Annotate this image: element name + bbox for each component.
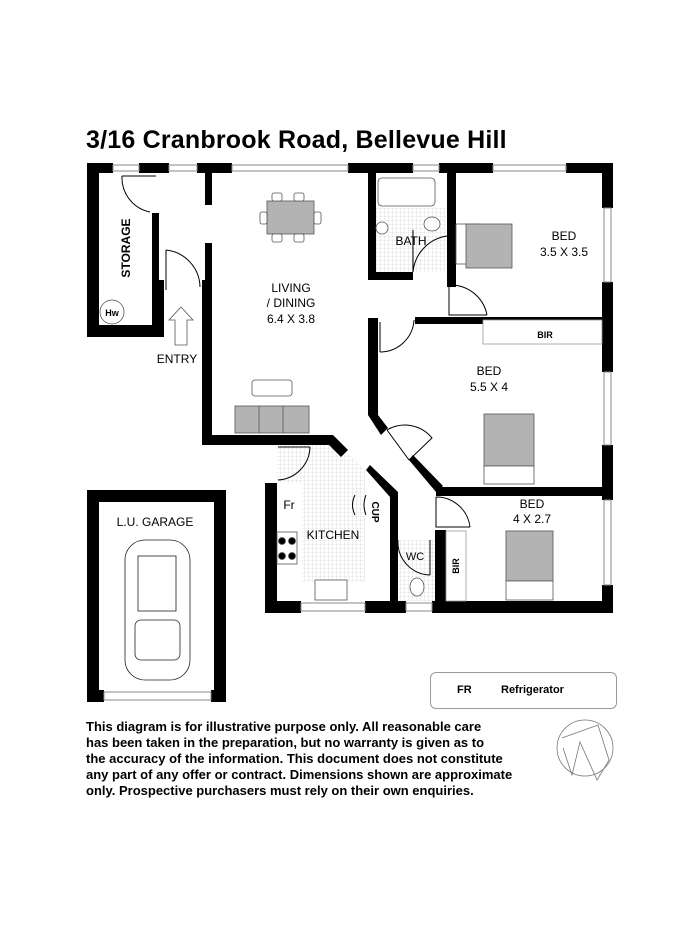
- living-label-1: LIVING: [271, 281, 310, 295]
- living-size: 6.4 X 3.8: [267, 312, 315, 326]
- dining-table: [266, 200, 315, 235]
- windows: [103, 164, 612, 701]
- bed2: [483, 413, 535, 467]
- bed1-size: 3.5 X 3.5: [540, 245, 588, 259]
- bir1-label: BIR: [537, 330, 553, 340]
- cupboard-label: CUP: [369, 501, 380, 522]
- north-compass-icon: [556, 719, 614, 781]
- bath-label: BATH: [395, 234, 426, 248]
- kitchen-tiles: [277, 445, 365, 582]
- storage-label: STORAGE: [119, 218, 133, 277]
- bed1-label: BED: [552, 229, 577, 243]
- wc-label: WC: [406, 551, 424, 563]
- bed3-size: 4 X 2.7: [513, 512, 551, 526]
- basin: [375, 221, 389, 235]
- walls: [87, 163, 613, 702]
- toilet: [423, 216, 441, 232]
- garage-label: L.U. GARAGE: [117, 515, 194, 529]
- doors: [121, 175, 488, 576]
- disclaimer-line: the accuracy of the information. This do…: [86, 751, 503, 766]
- bed2-size: 5.5 X 4: [470, 380, 508, 394]
- legend-meaning: Refrigerator: [501, 684, 564, 696]
- bir2-label: BIR: [451, 558, 461, 574]
- coffee-table: [251, 379, 293, 397]
- page-title: 3/16 Cranbrook Road, Bellevue Hill: [86, 126, 507, 154]
- bed3: [505, 530, 554, 582]
- wc-toilet: [409, 577, 425, 597]
- disclaimer-line: any part of any offer or contract. Dimen…: [86, 767, 513, 782]
- bed1: [465, 223, 513, 269]
- disclaimer: This diagram is for illustrative purpose…: [86, 719, 526, 799]
- bed2-label: BED: [477, 364, 502, 378]
- legend-code: FR: [457, 684, 472, 696]
- furniture: [99, 177, 603, 681]
- disclaimer-line: This diagram is for illustrative purpose…: [86, 719, 482, 734]
- legend-box: FR Refrigerator: [430, 672, 617, 709]
- bed3-label: BED: [520, 497, 545, 511]
- entry-label: ENTRY: [157, 352, 197, 366]
- hot-water-label: Hw: [105, 308, 119, 318]
- disclaimer-line: only. Prospective purchasers must rely o…: [86, 783, 474, 798]
- living-label-2: / DINING: [267, 296, 316, 310]
- disclaimer-line: has been taken in the preparation, but n…: [86, 735, 485, 750]
- sofa: [234, 405, 310, 434]
- hot-water-unit: [99, 299, 125, 325]
- fridge-label: Fr: [283, 498, 294, 512]
- entry-arrow: [168, 306, 194, 346]
- kitchen-label: KITCHEN: [307, 528, 360, 542]
- bathtub: [377, 177, 436, 207]
- sink: [314, 579, 348, 601]
